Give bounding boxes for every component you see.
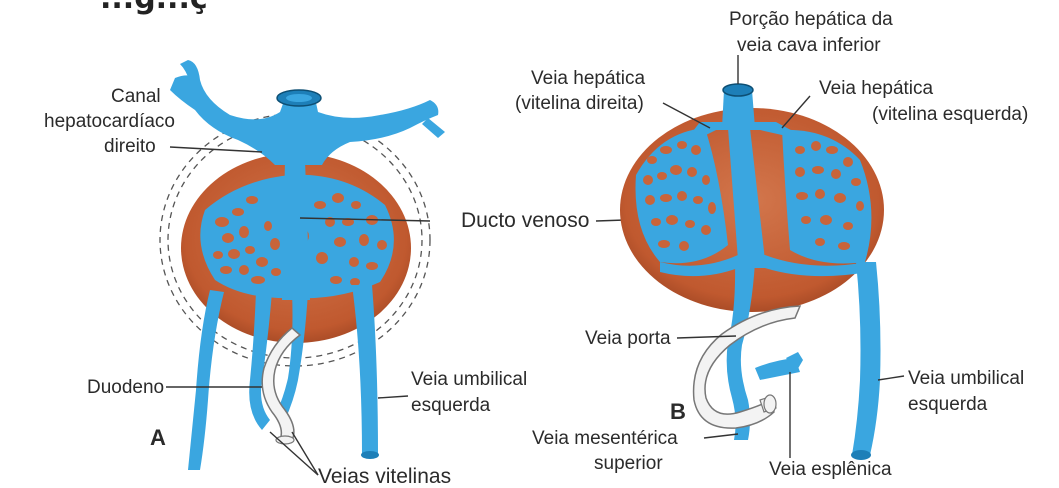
umbilical-left-b [852, 262, 881, 455]
label-mesenterica-2: superior [594, 453, 663, 474]
label-mesenterica-1: Veia mesentérica [532, 428, 678, 449]
label-umbilical-a-2: esquerda [411, 395, 491, 416]
label-esplenica: Veia esplênica [769, 459, 892, 480]
panel-letter-a: A [150, 425, 166, 450]
panel-b: Porção hepática da veia cava inferior Ve… [515, 9, 1028, 480]
label-ducto-venoso: Ducto venoso [461, 209, 589, 232]
label-canal-1: Canal [111, 86, 161, 107]
cut-heading-fragment: ...g...ç [100, 0, 208, 16]
label-umbilical-b-1: Veia umbilical [908, 368, 1024, 389]
label-umbilical-b-2: esquerda [908, 394, 988, 415]
ivc-opening-b [723, 84, 753, 96]
label-hep-dir-2: (vitelina direita) [515, 93, 644, 114]
label-veias-vitelinas: Veias vitelinas [318, 465, 451, 488]
label-veia-porta: Veia porta [585, 328, 671, 349]
label-canal-2: hepatocardíaco [44, 111, 175, 132]
label-porcao-2: veia cava inferior [737, 35, 881, 56]
label-hep-dir-1: Veia hepática [531, 68, 646, 89]
label-hep-esq-2: (vitelina esquerda) [872, 104, 1028, 125]
label-umbilical-a-1: Veia umbilical [411, 369, 527, 390]
label-canal-3: direito [104, 136, 156, 157]
branch-right-a [422, 118, 445, 138]
label-porcao-1: Porção hepática da [729, 9, 893, 30]
panel-letter-b: B [670, 399, 686, 424]
label-hep-esq-1: Veia hepática [819, 78, 934, 99]
panel-a: Canal hepatocardíaco direito Duodeno Vei… [44, 60, 527, 488]
label-duodeno: Duodeno [87, 377, 164, 398]
